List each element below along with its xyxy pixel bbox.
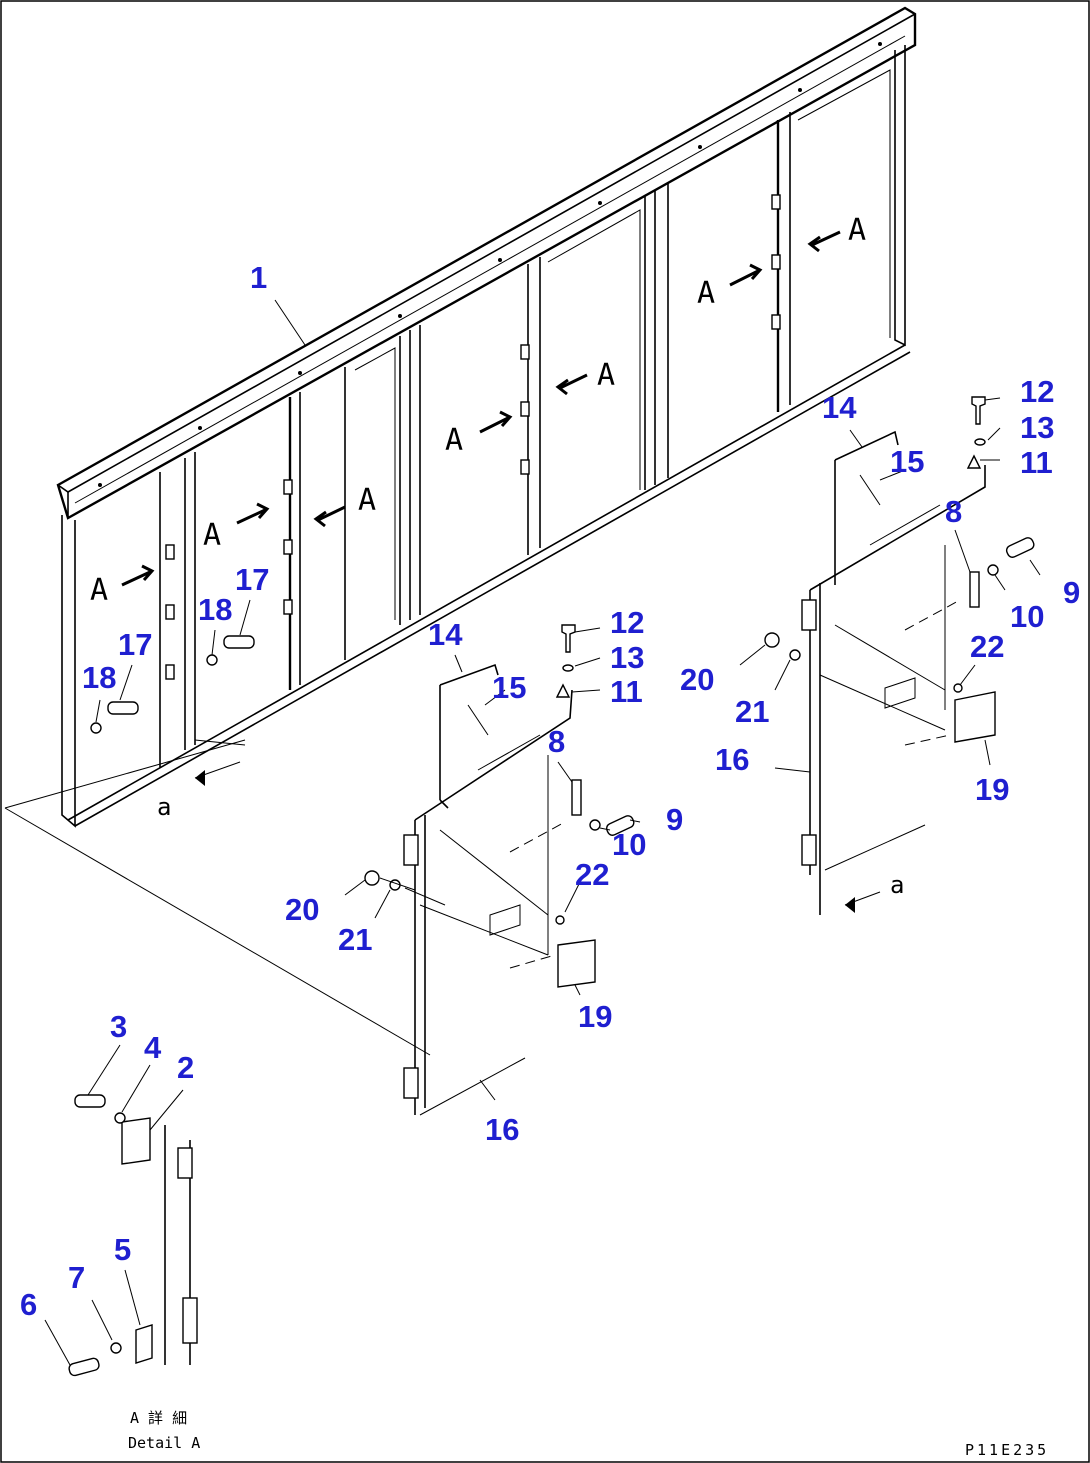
callout-20-right: 20 bbox=[680, 662, 714, 697]
callout-14-middle: 14 bbox=[428, 617, 463, 652]
detail-caption-jp: A 詳 細 bbox=[130, 1409, 187, 1427]
callout-15-middle: 15 bbox=[492, 670, 526, 705]
middle-cover-assembly bbox=[364, 624, 635, 1116]
callout-19-right: 19 bbox=[975, 772, 1009, 807]
drawing-code: P11E235 bbox=[965, 1441, 1049, 1459]
callout-14-right: 14 bbox=[822, 390, 857, 425]
callout-12-middle: 12 bbox=[610, 605, 644, 640]
callout-10-right: 10 bbox=[1010, 599, 1044, 634]
callout-13-right: 13 bbox=[1020, 410, 1054, 445]
callout-11-middle: 11 bbox=[610, 674, 643, 709]
callout-2: 2 bbox=[177, 1050, 194, 1085]
callout-21-middle: 21 bbox=[338, 922, 372, 957]
callout-7: 7 bbox=[68, 1260, 85, 1295]
callout-5: 5 bbox=[114, 1232, 131, 1267]
detail-markers: A A A A A A A bbox=[90, 213, 866, 608]
callout-4: 4 bbox=[144, 1030, 162, 1065]
detail-caption-en: Detail A bbox=[128, 1434, 200, 1452]
callout-22-right: 22 bbox=[970, 629, 1004, 664]
view-marker-a-right: a bbox=[890, 871, 904, 899]
svg-text:A: A bbox=[90, 573, 108, 608]
view-marker-a-left: a bbox=[157, 793, 171, 821]
detail-a-view bbox=[68, 1094, 198, 1377]
svg-text:A: A bbox=[358, 483, 376, 518]
callout-15-right: 15 bbox=[890, 444, 924, 479]
callout-6: 6 bbox=[20, 1287, 37, 1322]
callout-8-right: 8 bbox=[945, 494, 962, 529]
callout-9-right: 9 bbox=[1063, 575, 1080, 610]
svg-text:A: A bbox=[848, 213, 866, 248]
leader-lines bbox=[44, 299, 1041, 1366]
svg-text:A: A bbox=[445, 423, 463, 458]
callout-10-middle: 10 bbox=[612, 827, 646, 862]
callout-3: 3 bbox=[110, 1009, 127, 1044]
frame-fasteners bbox=[90, 635, 255, 734]
svg-text:A: A bbox=[203, 518, 221, 553]
callout-19-middle: 19 bbox=[578, 999, 612, 1034]
callout-1: 1 bbox=[250, 260, 267, 295]
callout-labels: 1 2 3 4 5 6 7 8 8 9 9 10 10 11 11 12 12 … bbox=[20, 260, 1080, 1322]
main-frame bbox=[4, 6, 917, 1056]
callout-16-middle: 16 bbox=[485, 1112, 519, 1147]
callout-11-right: 11 bbox=[1020, 445, 1053, 480]
callout-18-left: 18 bbox=[82, 660, 116, 695]
callout-17-left: 17 bbox=[118, 627, 152, 662]
svg-text:A: A bbox=[597, 358, 615, 393]
callout-9-middle: 9 bbox=[666, 802, 683, 837]
callout-16-right: 16 bbox=[715, 742, 749, 777]
callout-13-middle: 13 bbox=[610, 640, 644, 675]
callout-18-frame: 18 bbox=[198, 592, 232, 627]
callout-8-middle: 8 bbox=[548, 724, 565, 759]
callout-22-middle: 22 bbox=[575, 857, 609, 892]
callout-21-right: 21 bbox=[735, 694, 769, 729]
callout-20-middle: 20 bbox=[285, 892, 319, 927]
svg-text:A: A bbox=[697, 276, 715, 311]
callout-17-frame: 17 bbox=[235, 562, 269, 597]
callout-12-right: 12 bbox=[1020, 374, 1054, 409]
right-cover-assembly bbox=[764, 396, 1035, 915]
